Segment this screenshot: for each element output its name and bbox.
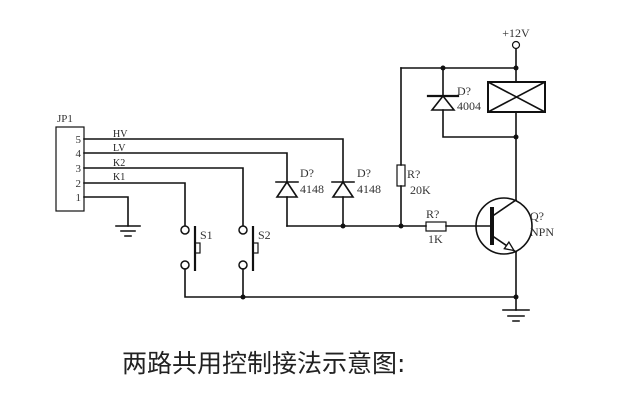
transistor-ref: Q? xyxy=(530,209,544,223)
wire-bottom-rail xyxy=(184,268,517,298)
resistor-symbol xyxy=(425,221,447,232)
power-label: +12V xyxy=(502,26,530,40)
pin-2-label: 2 xyxy=(76,178,82,190)
emitter-arrow-icon xyxy=(503,240,516,252)
diode-symbol xyxy=(275,180,299,198)
diode-value: 4148 xyxy=(300,182,324,196)
resistor-1k: R? 1K xyxy=(425,207,447,246)
relay-coil xyxy=(486,80,547,114)
switch-s1: S1 xyxy=(180,225,213,271)
junction-dot xyxy=(513,294,519,300)
resistor-value: 20K xyxy=(410,183,431,197)
diode-ref: D? xyxy=(457,84,471,98)
resistor-symbol xyxy=(396,164,406,187)
diode-value: 4004 xyxy=(457,99,481,113)
diagram-caption: 两路共用控制接法示意图: xyxy=(122,349,405,378)
connector-jp1: JP1 5 4 3 2 1 xyxy=(55,113,85,212)
pin-4-label: 4 xyxy=(76,148,82,160)
transistor-base-bar xyxy=(490,207,494,245)
switch-s2: S2 xyxy=(238,225,271,271)
diode-symbol xyxy=(331,180,355,198)
diode-4148-hv: D? 4148 xyxy=(331,166,381,227)
resistor-20k: R? 20K xyxy=(396,164,431,197)
pin-5-label: 5 xyxy=(76,134,82,146)
wire-pin1-ground xyxy=(83,196,129,227)
pin-1-label: 1 xyxy=(76,192,82,204)
wire-lv xyxy=(83,152,288,183)
wire-k1 xyxy=(83,182,186,227)
wire-hv xyxy=(83,138,344,183)
power-terminal-icon xyxy=(511,40,521,50)
resistor-ref: R? xyxy=(426,207,439,221)
connector-ref: JP1 xyxy=(57,113,73,125)
switch-ref: S2 xyxy=(258,228,271,242)
transistor-value: NPN xyxy=(530,225,554,239)
diode-ref: D? xyxy=(357,166,371,180)
ground-icon xyxy=(502,309,530,322)
pin-3-label: 3 xyxy=(76,163,82,175)
junction-dot xyxy=(513,65,519,71)
ground-icon xyxy=(115,225,141,237)
signal-label-k1: K1 xyxy=(113,172,125,183)
diode-symbol xyxy=(430,94,456,111)
transistor-npn: Q? NPN xyxy=(475,197,554,255)
resistor-value: 1K xyxy=(428,232,443,246)
diode-4148-lv: D? 4148 xyxy=(275,166,324,227)
junction-dot xyxy=(340,223,346,229)
switch-ref: S1 xyxy=(200,228,213,242)
diode-4004: D? 4004 xyxy=(426,67,517,138)
junction-dot xyxy=(240,294,246,300)
transistor-collector xyxy=(492,198,518,217)
signal-label-lv: LV xyxy=(113,143,126,154)
diode-value: 4148 xyxy=(357,182,381,196)
transistor-body xyxy=(475,197,533,255)
signal-label-k2: K2 xyxy=(113,158,125,169)
wire-k2 xyxy=(83,167,244,227)
diode-ref: D? xyxy=(300,166,314,180)
resistor-ref: R? xyxy=(407,167,420,181)
signal-label-hv: HV xyxy=(113,129,128,140)
connector-body xyxy=(55,126,85,212)
